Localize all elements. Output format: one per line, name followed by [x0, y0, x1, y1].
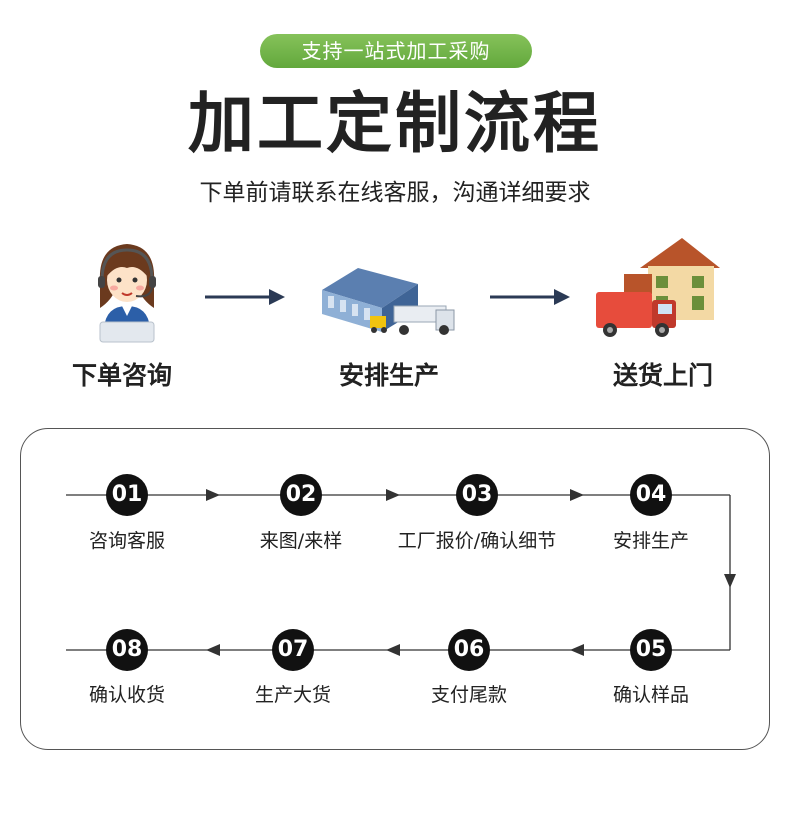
stage-label-delivery: 送货上门	[612, 361, 713, 390]
delivery-house-icon	[596, 238, 720, 337]
step-number-05: 05	[630, 629, 672, 671]
factory-icon	[322, 268, 455, 335]
step-number-01: 01	[106, 474, 148, 516]
step-number-07: 07	[272, 629, 314, 671]
step-number-04: 04	[630, 474, 672, 516]
step-label-02: 来图/来样	[259, 530, 343, 552]
step-label-03: 工厂报价/确认细节	[397, 530, 557, 552]
customer-service-icon	[98, 244, 156, 343]
step-label-06: 支付尾款	[430, 684, 507, 706]
step-label-07: 生产大货	[254, 684, 331, 706]
step-label-08: 确认收货	[88, 684, 165, 706]
stage-label-consult: 下单咨询	[71, 361, 172, 390]
step-label-01: 咨询客服	[88, 530, 165, 552]
process-flow-panel	[20, 428, 770, 750]
page-title: 加工定制流程	[188, 85, 602, 162]
arrow-right-icon	[490, 289, 570, 305]
step-number-03: 03	[456, 474, 498, 516]
step-number-02: 02	[280, 474, 322, 516]
step-label-05: 确认样品	[612, 684, 689, 706]
header-pill: 支持一站式加工采购	[260, 34, 532, 68]
step-number-08: 08	[106, 629, 148, 671]
stage-label-production: 安排生产	[338, 361, 439, 390]
step-label-04: 安排生产	[612, 530, 689, 552]
step-number-06: 06	[448, 629, 490, 671]
page-subtitle: 下单前请联系在线客服，沟通详细要求	[199, 180, 591, 206]
arrow-right-icon	[205, 289, 285, 305]
